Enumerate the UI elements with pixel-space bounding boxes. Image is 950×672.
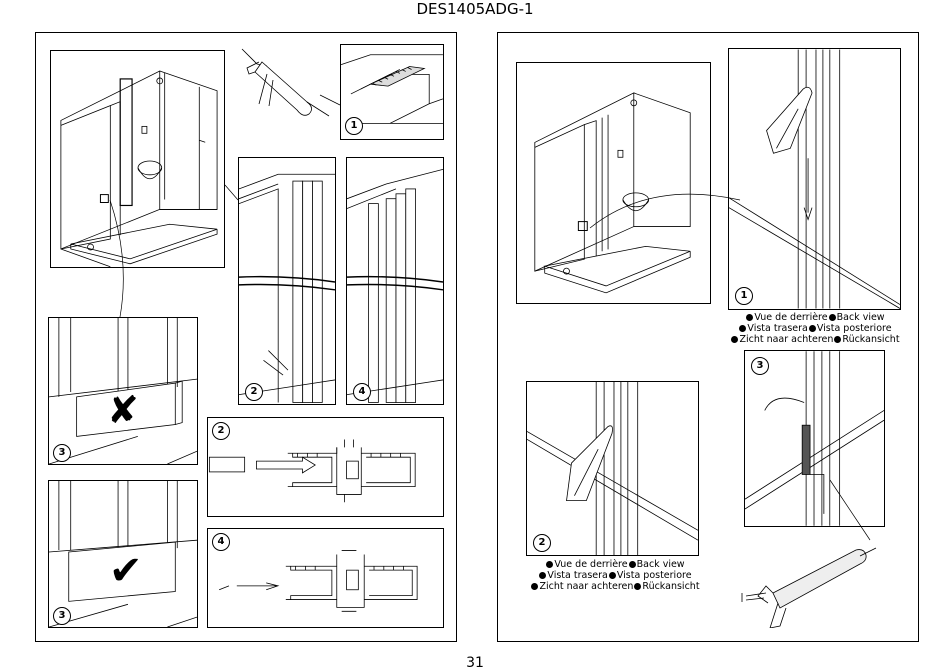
shower-overview-illustration [50, 50, 225, 268]
step1-detail-panel: 1 [340, 44, 444, 140]
step2-profile-panel: 2 [238, 157, 336, 405]
silicone-cartridge-illustration [237, 44, 332, 124]
correct-check-icon: ✔ [109, 548, 143, 594]
step4-profile-panel: 4 [346, 157, 444, 405]
step-number-badge: 3 [53, 444, 71, 462]
incorrect-cross-icon: ✘ [107, 388, 139, 432]
right-step1-panel: 1 [728, 48, 901, 310]
step-number-badge: 2 [533, 534, 551, 552]
right-shower-overview-illustration [516, 62, 711, 304]
silicone-gun-illustration [738, 538, 878, 629]
step-number-badge: 1 [345, 117, 363, 135]
step4-cross-section-panel: 4 [207, 528, 444, 628]
step-number-badge: 4 [212, 533, 230, 551]
document-title: DES1405ADG-1 [416, 0, 534, 18]
left-page-frame [35, 32, 457, 642]
step-number-badge: 4 [353, 383, 371, 401]
step-number-badge: 2 [245, 383, 263, 401]
step3-correct-panel: ✔ 3 [48, 480, 198, 628]
page-number: 31 [466, 655, 484, 671]
step2-cross-section-panel: 2 [207, 417, 444, 517]
step-number-badge: 3 [53, 607, 71, 625]
step3-incorrect-panel: ✘ 3 [48, 317, 198, 465]
step-number-badge: 1 [735, 287, 753, 305]
right-step2-panel: 2 [526, 381, 699, 556]
right-step3-panel: 3 [744, 350, 885, 527]
step-number-badge: 2 [212, 422, 230, 440]
right-page-frame [497, 32, 919, 642]
step-number-badge: 3 [751, 357, 769, 375]
